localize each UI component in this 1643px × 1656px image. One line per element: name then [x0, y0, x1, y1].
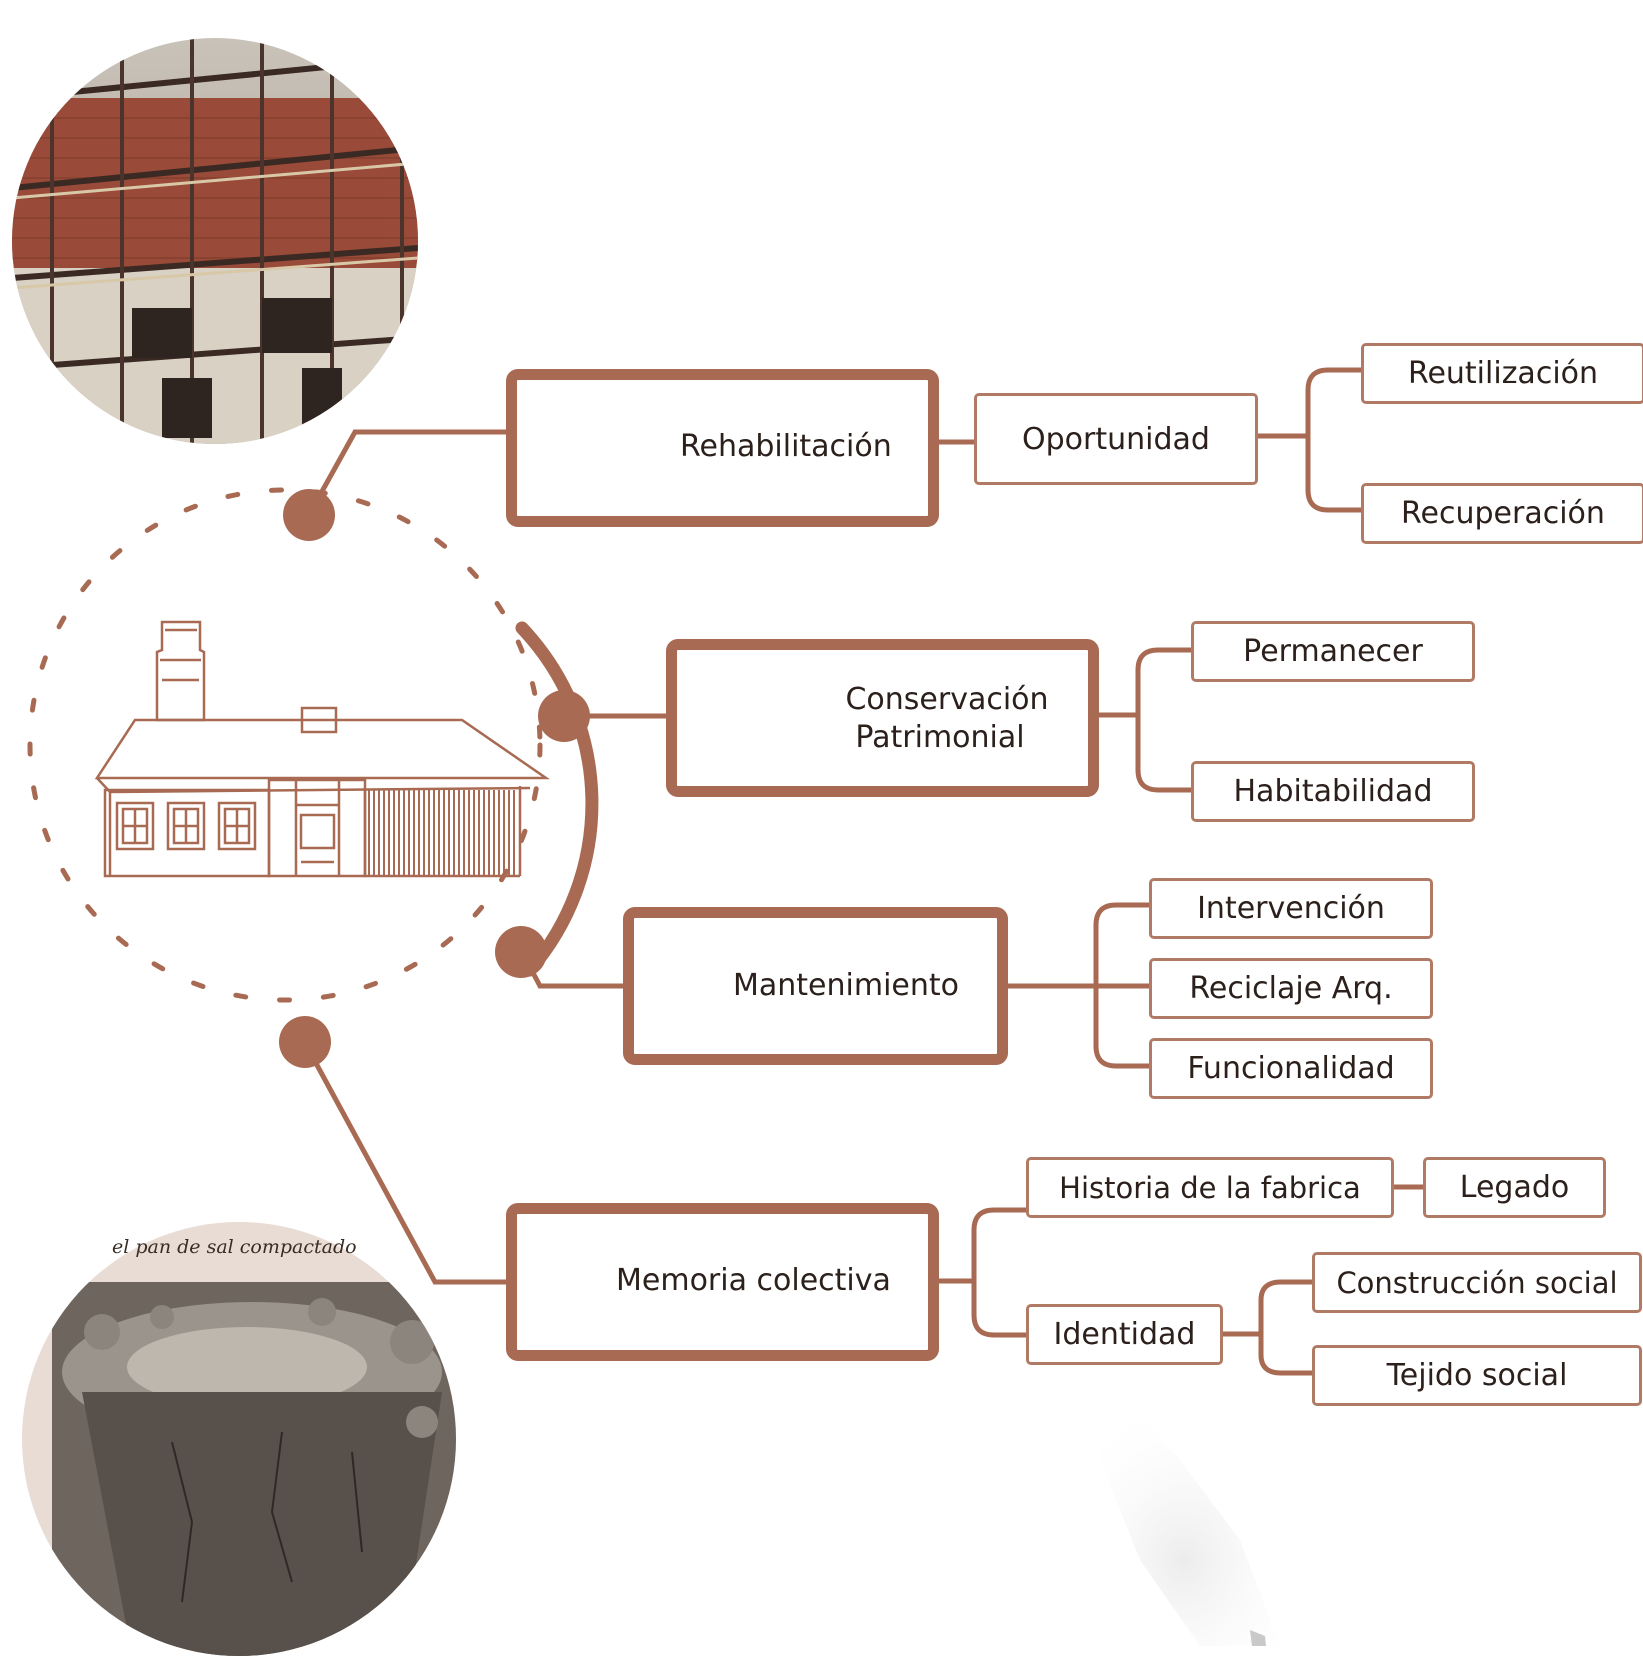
- mantenimiento-box[interactable]: [623, 907, 1008, 1065]
- conservacion-label-line1: Conservación: [845, 682, 1049, 717]
- junction-dot-right: [538, 690, 590, 742]
- node-intervencion[interactable]: Intervención: [1149, 878, 1433, 939]
- node-funcionalidad[interactable]: Funcionalidad: [1149, 1038, 1433, 1099]
- junction-dot-bottom: [279, 1016, 331, 1068]
- connector-mantenimiento-children: [1003, 902, 1153, 1069]
- connector-memoria-children: [935, 1207, 1030, 1338]
- rehabilitacion-label: Rehabilitación: [680, 429, 892, 464]
- junction-dot-lower-right: [495, 926, 547, 978]
- conservacion-label-line2: Patrimonial: [855, 720, 1025, 755]
- connector-oportunidad-children: [1253, 367, 1365, 513]
- salt-photo-caption: el pan de sal compactado: [112, 1236, 357, 1258]
- memoria-colectiva-box[interactable]: [506, 1203, 939, 1361]
- node-permanecer[interactable]: Permanecer: [1191, 621, 1475, 682]
- junction-dot-top: [283, 489, 335, 541]
- conservacion-label: Conservación Patrimonial: [822, 681, 1072, 757]
- node-legado[interactable]: Legado: [1423, 1157, 1606, 1218]
- node-habitabilidad[interactable]: Habitabilidad: [1191, 761, 1475, 822]
- scaffold-building-photo: [12, 38, 418, 444]
- hub-dashed-ring: [27, 487, 543, 1003]
- house-siding: [368, 790, 515, 876]
- node-reciclaje-arq[interactable]: Reciclaje Arq.: [1149, 958, 1433, 1019]
- connector-conservacion-children: [1094, 647, 1195, 793]
- node-construccion-social[interactable]: Construcción social: [1312, 1252, 1642, 1313]
- connector-hub-memoria: [302, 1040, 511, 1285]
- node-historia-de-la-fabrica[interactable]: Historia de la fabrica: [1026, 1157, 1394, 1218]
- connector-identidad-children: [1219, 1279, 1316, 1376]
- mantenimiento-label: Mantenimiento: [733, 968, 959, 1003]
- rehabilitacion-box[interactable]: [506, 369, 939, 527]
- node-identidad[interactable]: Identidad: [1026, 1304, 1223, 1365]
- hub-solid-arc: [515, 621, 599, 977]
- node-oportunidad[interactable]: Oportunidad: [974, 393, 1258, 485]
- connector-hub-rehabilitacion: [307, 429, 511, 516]
- node-reutilizacion[interactable]: Reutilización: [1361, 343, 1643, 404]
- salt-block-photo: [22, 1222, 456, 1656]
- node-recuperacion[interactable]: Recuperación: [1361, 483, 1643, 544]
- house-illustration: [94, 620, 551, 878]
- conservacion-box[interactable]: [666, 639, 1099, 797]
- memoria-colectiva-label: Memoria colectiva: [616, 1263, 891, 1298]
- node-tejido-social[interactable]: Tejido social: [1312, 1345, 1642, 1406]
